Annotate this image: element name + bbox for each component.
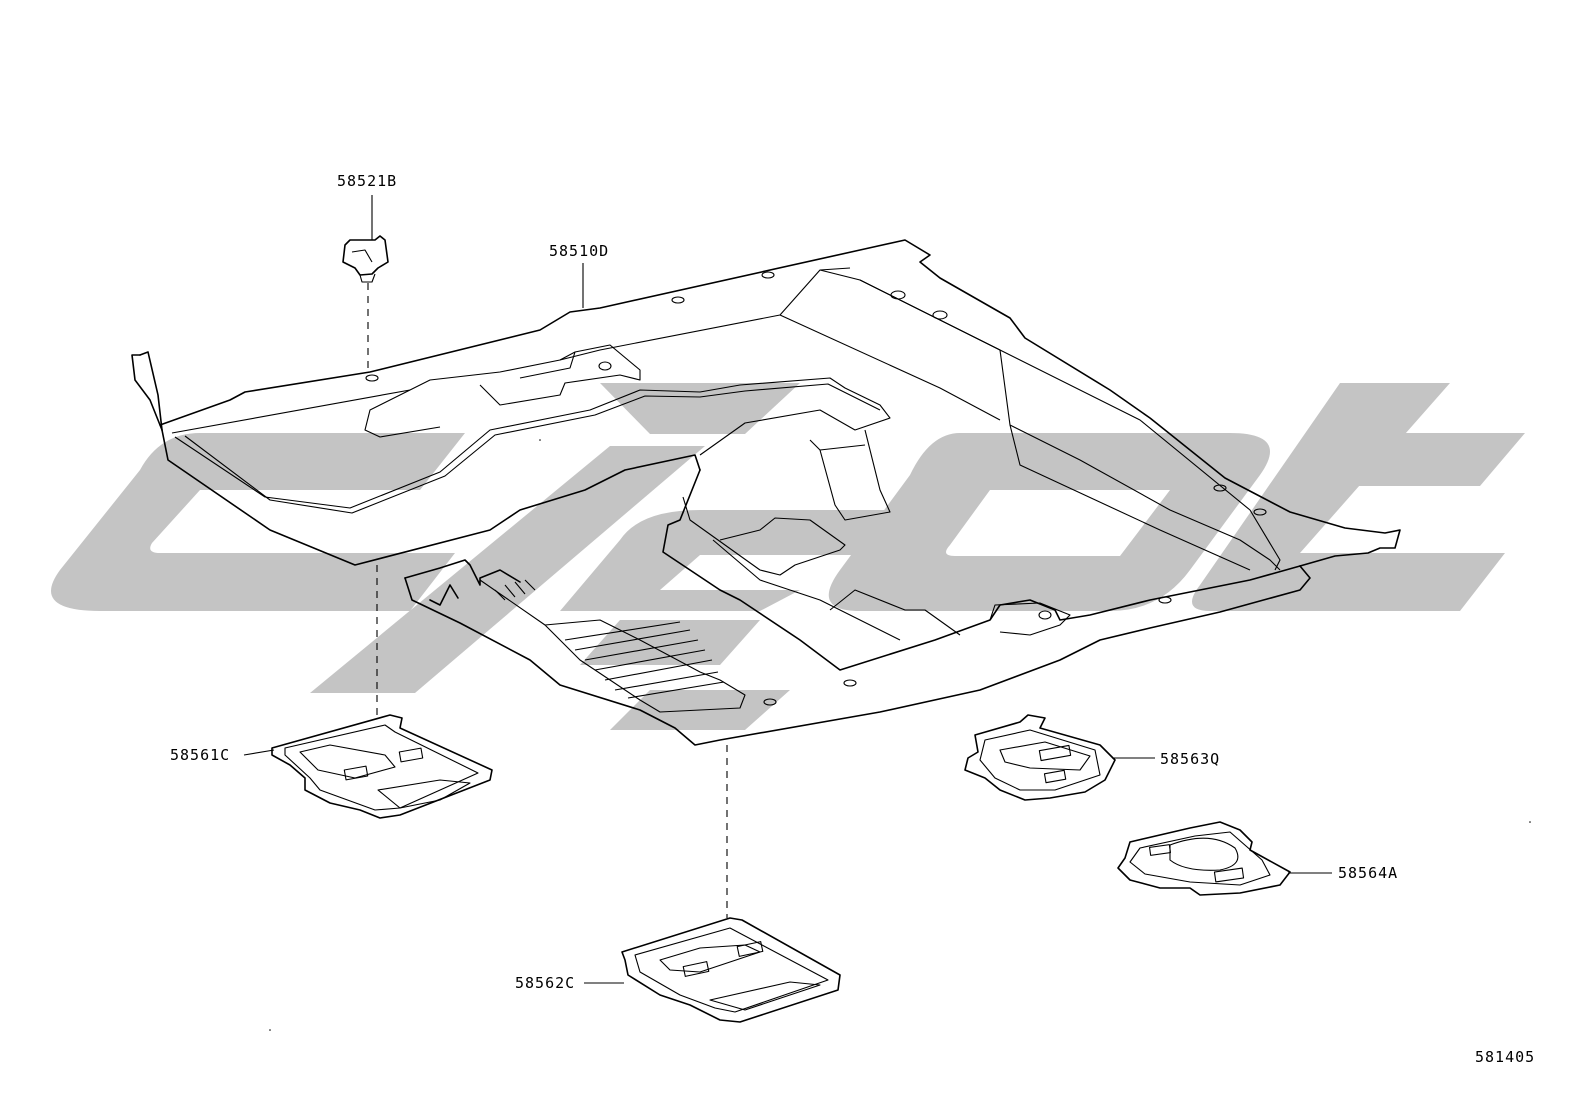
clip-part	[342, 235, 389, 283]
part-label-58561c: 58561C	[170, 746, 231, 764]
main-undercover	[131, 239, 1401, 746]
leader-lines	[243, 195, 1332, 984]
figure-number: 581405	[1475, 1048, 1536, 1066]
part-58562c	[621, 917, 841, 1023]
ramp-grooves	[494, 579, 725, 699]
part-label-58510d: 58510D	[549, 242, 610, 260]
part-label-58564a: 58564A	[1338, 864, 1399, 882]
part-label-58563q: 58563Q	[1160, 750, 1221, 768]
part-58561c	[271, 714, 493, 819]
part-58564a	[1117, 821, 1291, 896]
watermark-logo	[51, 383, 1525, 730]
part-58563q	[964, 714, 1116, 801]
part-label-58521b: 58521B	[337, 172, 398, 190]
part-label-58562c: 58562C	[515, 974, 576, 992]
mounting-holes	[365, 271, 1267, 706]
